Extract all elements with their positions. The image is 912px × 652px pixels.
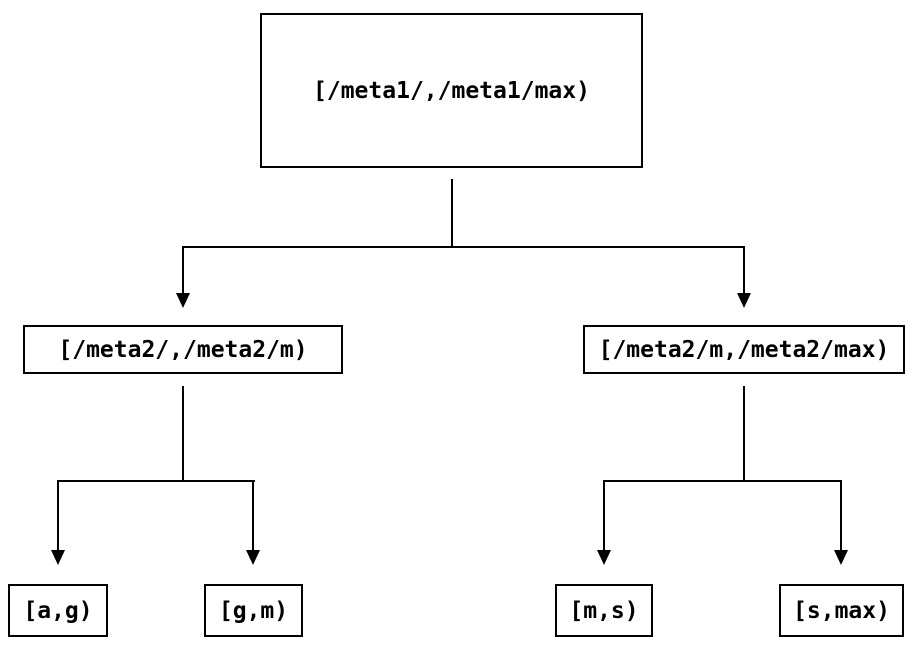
node-leaf-gm: [g,m) bbox=[204, 584, 303, 637]
node-leaf-smax: [s,max) bbox=[779, 584, 904, 637]
edge-root-stem bbox=[451, 179, 453, 248]
edge-meta2-high-to-leaf-smax bbox=[840, 480, 842, 550]
node-leaf-ag: [a,g) bbox=[8, 584, 108, 637]
edge-meta2-low-to-leaf-ag bbox=[57, 480, 59, 550]
arrow-down-icon bbox=[246, 550, 260, 565]
node-meta2-high: [/meta2/m,/meta2/max) bbox=[583, 325, 905, 374]
edge-meta2-high-crossbar bbox=[603, 480, 842, 482]
node-meta2-low: [/meta2/,/meta2/m) bbox=[23, 325, 343, 374]
node-leaf-gm-label: [g,m) bbox=[218, 597, 289, 624]
edge-root-crossbar bbox=[182, 246, 745, 248]
arrow-down-icon bbox=[834, 550, 848, 565]
arrow-down-icon bbox=[737, 293, 751, 308]
node-meta2-low-label: [/meta2/,/meta2/m) bbox=[58, 336, 308, 363]
arrow-down-icon bbox=[51, 550, 65, 565]
edge-root-to-meta2-high bbox=[743, 246, 745, 293]
node-root: [/meta1/,/meta1/max) bbox=[260, 13, 643, 168]
edge-meta2-high-to-leaf-ms bbox=[603, 480, 605, 550]
edge-meta2-high-stem bbox=[743, 386, 745, 482]
node-leaf-smax-label: [s,max) bbox=[793, 597, 890, 624]
node-leaf-ms-label: [m,s) bbox=[569, 597, 639, 624]
node-leaf-ag-label: [a,g) bbox=[23, 597, 93, 624]
node-leaf-ms: [m,s) bbox=[555, 584, 653, 637]
node-root-label: [/meta1/,/meta1/max) bbox=[313, 77, 590, 104]
node-meta2-high-label: [/meta2/m,/meta2/max) bbox=[598, 336, 890, 363]
edge-meta2-low-crossbar bbox=[57, 480, 255, 482]
arrow-down-icon bbox=[597, 550, 611, 565]
edge-meta2-low-to-leaf-gm bbox=[252, 480, 254, 550]
edge-meta2-low-stem bbox=[182, 386, 184, 482]
edge-root-to-meta2-low bbox=[182, 246, 184, 293]
arrow-down-icon bbox=[176, 293, 190, 308]
